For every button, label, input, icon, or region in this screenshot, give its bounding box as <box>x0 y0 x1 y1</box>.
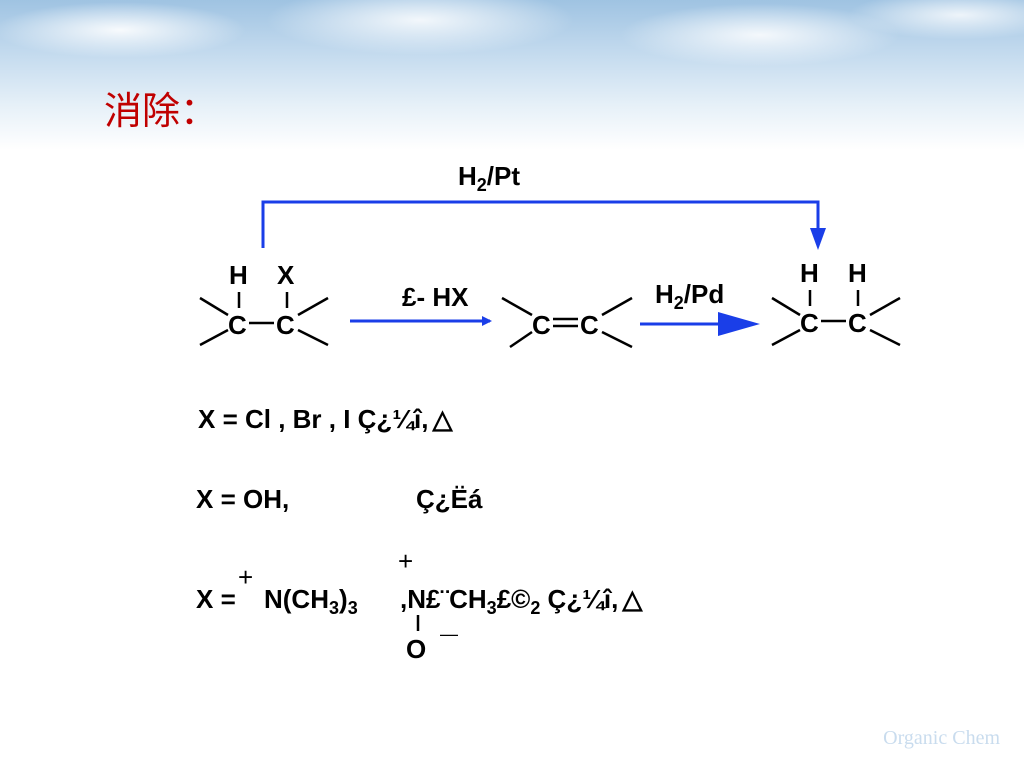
condition-ammonium-prefix: X = <box>196 584 236 614</box>
oxide-o-atom: O <box>406 634 427 664</box>
direct-hydrogenation-arrow <box>261 200 820 248</box>
atom-c3: C <box>532 310 551 340</box>
atom-c6: C <box>848 308 867 338</box>
direct-hydrogenation-arrowhead <box>810 228 826 250</box>
condition-n-oxide: ,N£¨CH3£©2 Ç¿¼î,△ <box>400 584 643 619</box>
condition-halide: X = Cl , Br , I Ç¿¼î,△ <box>198 404 453 434</box>
atom-c4: C <box>580 310 599 340</box>
sky-banner <box>0 0 1024 150</box>
oxide-minus: — <box>440 624 458 644</box>
condition-ammonium: N(CH3)3 <box>264 584 358 619</box>
condition-alcohol: X = OH, <box>196 484 290 514</box>
condition-acid: Ç¿Ëá <box>416 484 483 514</box>
slide-title: 消除： <box>104 89 219 133</box>
hydrogenation-label: H2/Pd <box>655 279 724 313</box>
elimination-label: £- HX <box>402 282 469 312</box>
reactant-molecule: H X C C <box>199 260 329 347</box>
hydrogenation-arrowhead <box>718 312 760 336</box>
alkene-molecule: C C <box>501 296 633 349</box>
atom-x: X <box>277 260 295 290</box>
ammonium-plus: + <box>238 562 254 592</box>
alkane-molecule: H H C C <box>771 258 901 347</box>
atom-h2: H <box>800 258 819 288</box>
top-reagent-label: H2/Pt <box>458 161 520 195</box>
atom-c2: C <box>276 310 295 340</box>
n-oxide-plus: + <box>398 546 414 576</box>
atom-c1: C <box>228 310 247 340</box>
atom-h3: H <box>848 258 867 288</box>
footer-brand: Organic Chem <box>883 727 1000 749</box>
atom-h: H <box>229 260 248 290</box>
atom-c5: C <box>800 308 819 338</box>
